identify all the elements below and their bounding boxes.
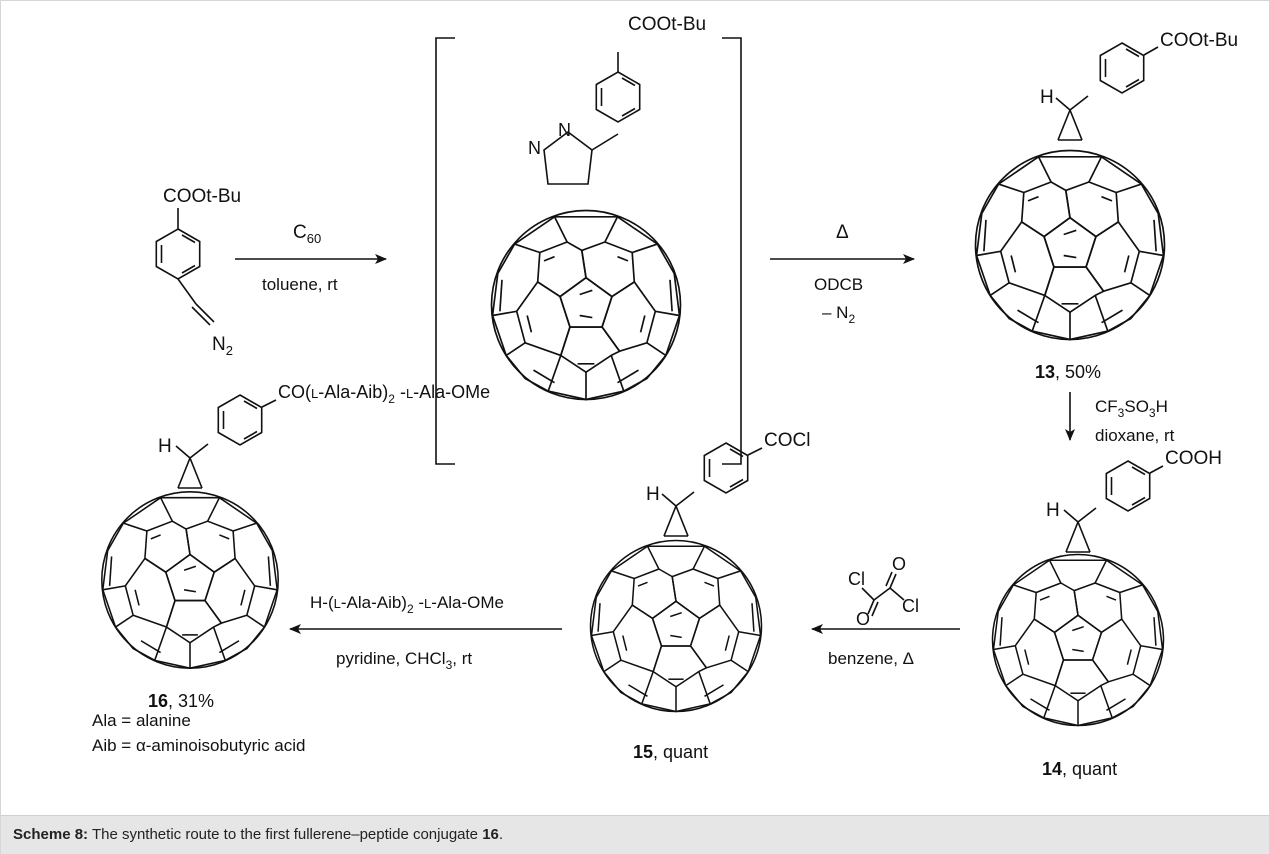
caption-compound: 16 xyxy=(482,826,499,843)
caption-end: . xyxy=(498,826,504,843)
reagent-diazo-label: N2 xyxy=(212,334,233,358)
reagent-diazo-compound: COOt-Bu N2 xyxy=(155,186,241,358)
c15-caption: 15, quant xyxy=(633,742,708,762)
step4-o1: O xyxy=(892,554,906,574)
compound-15: COCl H 15, quant xyxy=(589,430,810,762)
c13-caption: 13, 50% xyxy=(1035,362,1101,382)
c14-group-label: COOH xyxy=(1165,448,1222,469)
reagent-group-label: COOt-Bu xyxy=(163,186,241,207)
step1-conditions: toluene, rt xyxy=(262,275,338,294)
step1-reagent: C60 xyxy=(293,222,321,246)
intermediate-pyrazoline: COOt-Bu N N xyxy=(435,14,742,465)
reagent-diazo-n: N xyxy=(212,334,226,355)
step4-cl2: Cl xyxy=(902,596,919,616)
c14-caption: 14, quant xyxy=(1042,759,1117,779)
arrow-step-2: Δ ODCB – N2 xyxy=(770,222,915,326)
intermediate-n1: N xyxy=(528,138,541,158)
step3-acid: CF3SO3H xyxy=(1095,397,1168,420)
c16-caption: 16, 31% xyxy=(148,691,214,711)
arrow-step-1: C60 toluene, rt xyxy=(235,222,387,294)
compound-13: COOt-Bu H 13, 50% xyxy=(974,30,1238,382)
step5-conditions: pyridine, CHCl3, rt xyxy=(336,649,472,672)
legend-aib: Aib = α-aminoisobutyric acid xyxy=(92,736,305,755)
caption-label: Scheme 8: xyxy=(13,826,89,843)
step4-conditions: benzene, Δ xyxy=(828,649,914,668)
c15-group-label: COCl xyxy=(764,430,810,451)
step4-cl1: Cl xyxy=(848,569,865,589)
arrow-step-5: H-(L-Ala-Aib)2 -L-Ala-OMe pyridine, CHCl… xyxy=(289,593,562,672)
c16-group-label: CO(L-Ala-Aib)2 -L-Ala-OMe xyxy=(278,382,490,406)
legend-ala: Ala = alanine xyxy=(92,711,191,730)
c16-h-label: H xyxy=(158,436,172,457)
oxalyl-chloride-structure xyxy=(861,571,905,617)
compound-14: COOH H 14, quant xyxy=(991,448,1222,779)
intermediate-group-label: COOt-Bu xyxy=(628,14,706,35)
intermediate-n2: N xyxy=(558,120,571,140)
step2-heat: Δ xyxy=(836,222,849,243)
caption-bar: Scheme 8: The synthetic route to the fir… xyxy=(1,815,1269,854)
step5-peptide: H-(L-Ala-Aib)2 -L-Ala-OMe xyxy=(310,593,504,616)
c14-h-label: H xyxy=(1046,500,1060,521)
c13-h-label: H xyxy=(1040,87,1054,108)
caption-body: The synthetic route to the first fullere… xyxy=(88,826,483,843)
c13-group-label: COOt-Bu xyxy=(1160,30,1238,51)
step2-loss: – N2 xyxy=(822,303,855,326)
scheme-caption: Scheme 8: The synthetic route to the fir… xyxy=(13,826,503,843)
arrow-step-3: CF3SO3H dioxane, rt xyxy=(1065,392,1175,445)
c15-h-label: H xyxy=(646,484,660,505)
step3-solvent: dioxane, rt xyxy=(1095,426,1175,445)
step4-o2: O xyxy=(856,609,870,629)
reagent-diazo-sub: 2 xyxy=(226,343,233,358)
step2-solvent: ODCB xyxy=(814,275,863,294)
scheme-diagram: COOt-Bu N2 C60 toluene, rt COOt-Bu N N Δ… xyxy=(92,14,1238,779)
arrow-step-4: Cl O O Cl benzene, Δ xyxy=(811,554,960,668)
